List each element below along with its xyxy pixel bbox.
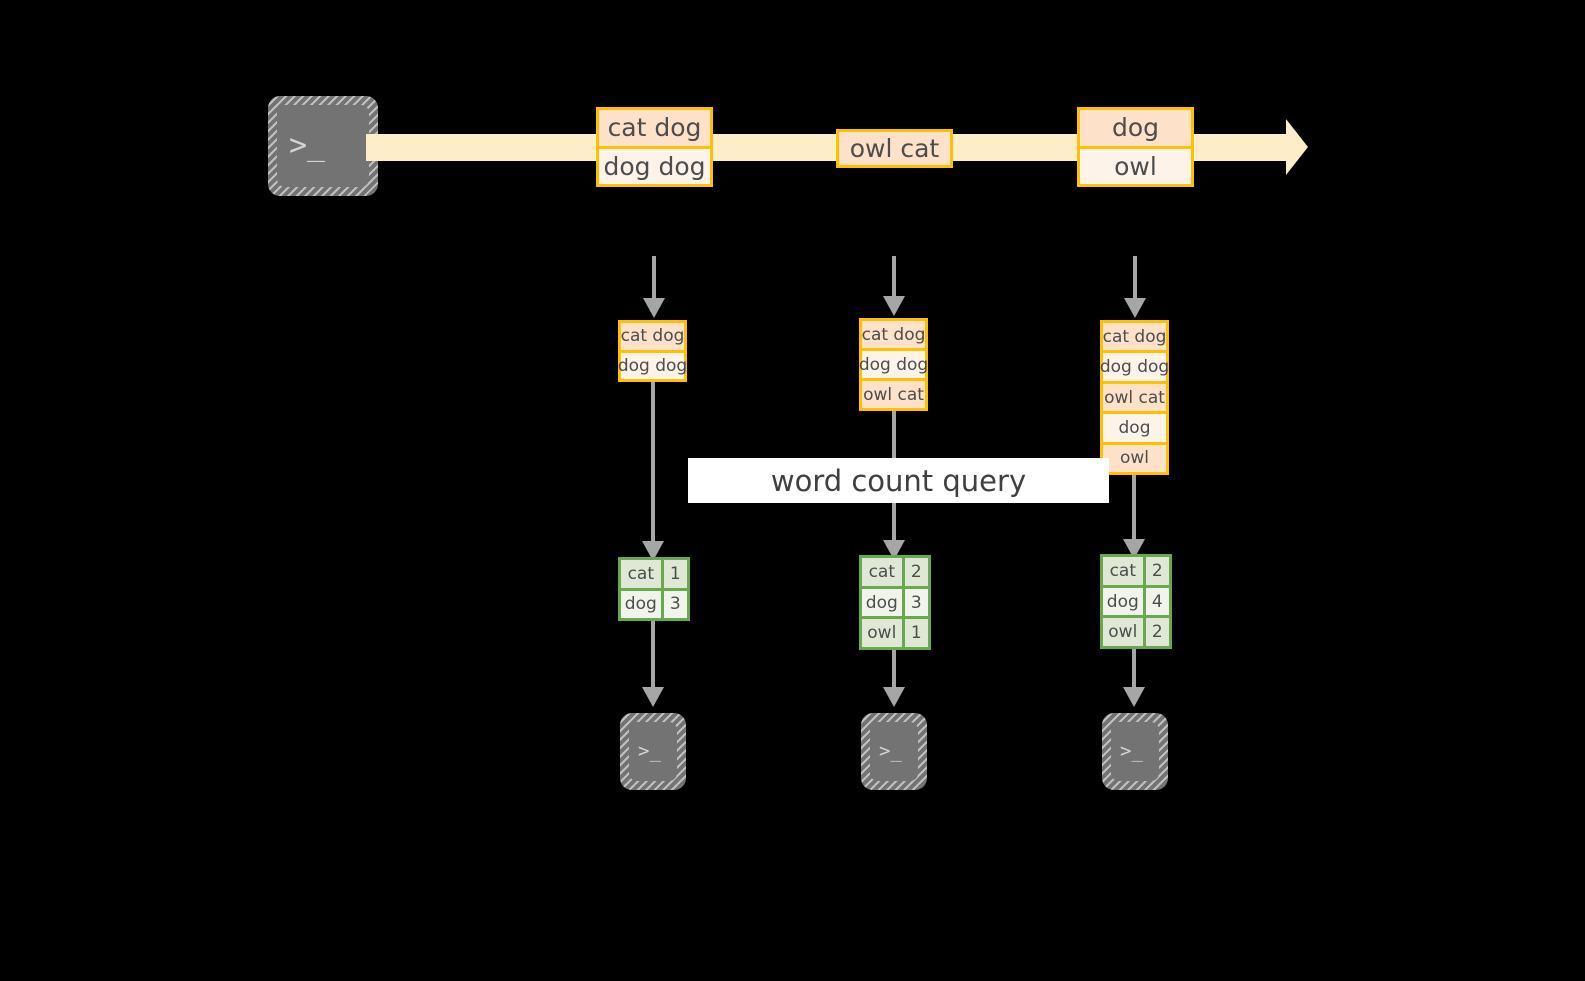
stream-to-snapshot-connector-1	[652, 256, 656, 300]
result-table-3: cat 2 dog 4 owl 2	[1100, 554, 1172, 649]
query-label: word count query	[688, 458, 1109, 503]
result-to-sink-arrowhead-2	[883, 687, 905, 707]
result-to-sink-arrowhead-3	[1123, 687, 1145, 707]
snapshot-3: cat dog dog dog owl cat dog owl	[1100, 320, 1169, 475]
result-to-sink-arrowhead-1	[642, 687, 664, 707]
sink-terminal-screen-1: >_	[629, 722, 677, 781]
terminal-prompt-icon: >_	[1120, 740, 1143, 762]
stream-record: cat dog	[599, 110, 710, 146]
snapshot-record: cat dog	[1103, 323, 1166, 351]
result-to-sink-connector-2	[892, 650, 896, 693]
query-label-text: word count query	[770, 463, 1027, 498]
stream-to-snapshot-connector-2	[892, 256, 896, 300]
table-row: dog 3	[862, 585, 928, 617]
source-terminal-screen: >_	[277, 105, 369, 187]
table-cell-word: dog	[621, 590, 661, 618]
result-table-2: cat 2 dog 3 owl 1	[859, 555, 931, 650]
table-cell-word: cat	[862, 558, 902, 586]
table-row: dog 3	[621, 587, 687, 618]
table-cell-count: 2	[1142, 618, 1169, 647]
stream-batch-2: owl cat	[836, 129, 953, 168]
stream-to-snapshot-connector-3	[1133, 256, 1137, 300]
stream-to-snapshot-arrowhead-2	[883, 296, 905, 316]
snapshot-record: cat dog	[621, 323, 684, 350]
sink-terminal-1: >_	[620, 713, 686, 790]
table-cell-count: 3	[901, 588, 928, 617]
sink-terminal-screen-2: >_	[870, 722, 918, 781]
table-cell-count: 3	[660, 590, 687, 618]
terminal-prompt-icon: >_	[289, 128, 326, 163]
snapshot-record: dog dog	[1100, 350, 1169, 381]
stream-batch-1: cat dog dog dog	[596, 107, 713, 187]
stream-to-snapshot-arrowhead-3	[1124, 298, 1146, 318]
snapshot-record: owl cat	[862, 378, 925, 408]
source-terminal: >_	[268, 96, 378, 196]
table-cell-word: owl	[862, 619, 902, 648]
terminal-prompt-icon: >_	[638, 740, 661, 762]
table-cell-word: dog	[1103, 587, 1143, 616]
stream-record: owl cat	[839, 132, 950, 165]
table-row: owl 1	[862, 616, 928, 648]
stream-record: dog dog	[599, 145, 710, 184]
table-cell-word: owl	[1103, 618, 1143, 647]
table-row: cat 1	[621, 560, 687, 588]
table-cell-count: 1	[660, 560, 687, 588]
result-table-1: cat 1 dog 3	[618, 557, 690, 621]
table-cell-count: 2	[901, 558, 928, 586]
snapshot-2: cat dog dog dog owl cat	[859, 318, 928, 411]
snapshot-record: dog dog	[618, 349, 687, 379]
table-cell-word: cat	[621, 560, 661, 588]
table-cell-count: 2	[1142, 557, 1169, 585]
table-cell-word: dog	[862, 588, 902, 617]
sink-terminal-screen-3: >_	[1111, 722, 1159, 781]
stream-record: dog	[1080, 110, 1191, 146]
sink-terminal-2: >_	[861, 713, 927, 790]
snapshot-record: cat dog	[862, 321, 925, 348]
table-row: dog 4	[1103, 584, 1169, 616]
snapshot-record: dog dog	[859, 348, 928, 378]
stream-batch-3: dog owl	[1077, 107, 1194, 187]
sink-terminal-3: >_	[1102, 713, 1168, 790]
stream-record: owl	[1080, 145, 1191, 184]
snapshot-1: cat dog dog dog	[618, 320, 687, 382]
table-cell-count: 1	[901, 619, 928, 648]
stream-to-snapshot-arrowhead-1	[643, 298, 665, 318]
terminal-prompt-icon: >_	[879, 740, 902, 762]
snapshot-to-result-connector-1	[651, 382, 655, 547]
snapshot-to-result-connector-3	[1132, 475, 1136, 547]
table-cell-word: cat	[1103, 557, 1143, 585]
table-row: cat 2	[1103, 557, 1169, 585]
result-to-sink-connector-1	[651, 621, 655, 693]
snapshot-to-result-arrowhead-1	[642, 541, 664, 561]
table-cell-count: 4	[1142, 587, 1169, 616]
table-row: owl 2	[1103, 615, 1169, 647]
table-row: cat 2	[862, 558, 928, 586]
stream-arrow-head	[1286, 119, 1308, 175]
snapshot-record: dog	[1103, 411, 1166, 442]
snapshot-record: owl cat	[1103, 380, 1166, 412]
result-to-sink-connector-3	[1132, 649, 1136, 693]
snapshot-record: owl	[1103, 441, 1166, 473]
